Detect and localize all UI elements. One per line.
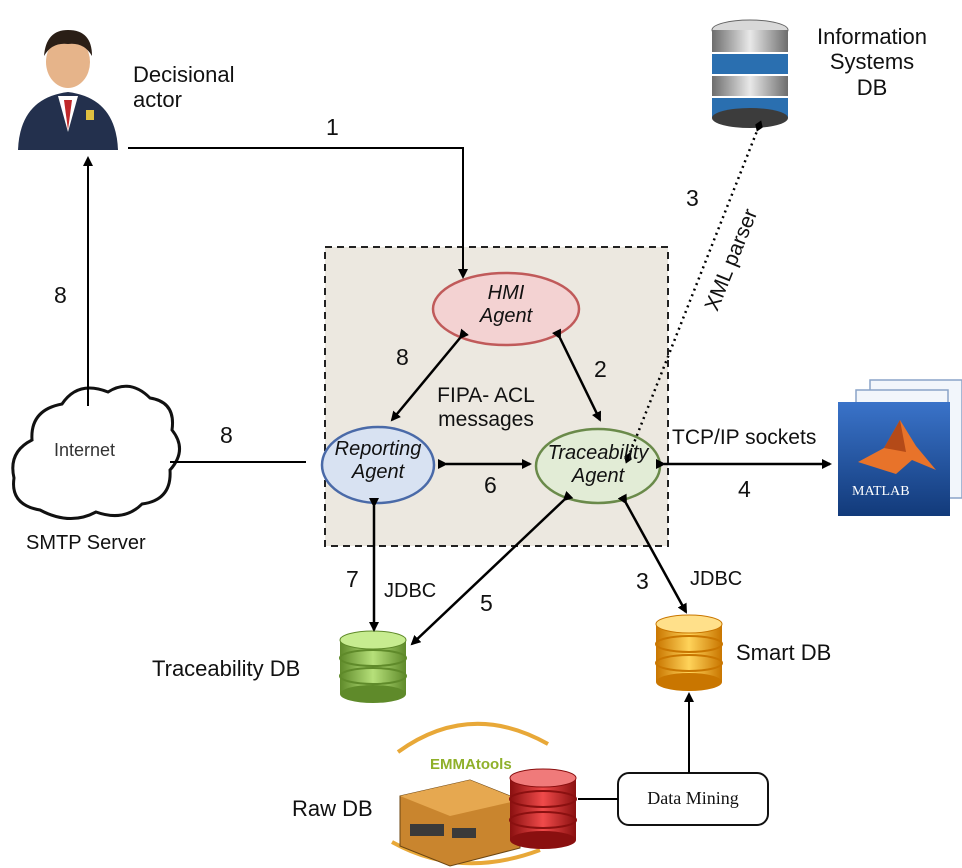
traceability-agent-label: Traceability Agent: [547, 442, 649, 487]
decisional-actor-label: Decisional actor: [133, 62, 235, 113]
emma-ring: [396, 721, 549, 754]
hmi-agent-label: HMI Agent: [479, 282, 533, 327]
edge-label-8-actor: 8: [54, 282, 67, 308]
edge-label-3-xml: 3: [686, 185, 699, 211]
edge-label-1: 1: [326, 114, 339, 140]
database-icon: [509, 768, 577, 849]
edge-label-3-smartdb: 3: [636, 568, 649, 594]
hmi-agent-node: [431, 271, 581, 347]
emma-tools-label: EMMAtools: [430, 756, 512, 773]
database-icon: [655, 614, 723, 691]
edge-label-5: 5: [480, 590, 493, 616]
internet-label: Internet: [54, 440, 116, 460]
edge-label-2: 2: [594, 356, 607, 382]
server-stack-icon: [711, 19, 789, 128]
jdbc-right-label: JDBC: [690, 568, 743, 590]
edge-hmi-reporting: [390, 328, 469, 422]
fipa-acl-label: FIPA- ACL messages: [437, 384, 535, 432]
cloud-icon: [11, 384, 181, 520]
tcp-ip-label: TCP/IP sockets: [672, 426, 817, 449]
edge-label-8-hmi: 8: [396, 344, 409, 370]
data-mining-label: Data Mining: [647, 788, 739, 808]
smtp-server-label: SMTP Server: [26, 532, 146, 554]
edge-label-4: 4: [738, 476, 751, 502]
person-icon: [18, 30, 118, 150]
reporting-agent-label: Reporting Agent: [334, 438, 422, 483]
smart-db-label: Smart DB: [736, 640, 832, 665]
information-systems-db-label: Information Systems DB: [816, 24, 928, 100]
edge-traceability-smartdb: [617, 493, 688, 614]
matlab-icon: [838, 379, 962, 516]
hardware-box-icon: [399, 779, 521, 867]
edge-actor-hmi: [128, 147, 468, 279]
edge-label-6: 6: [484, 472, 497, 498]
traceability-db-label: Traceability DB: [152, 656, 301, 681]
matlab-label: MATLAB: [852, 484, 910, 499]
edge-traceability-tdb: [410, 490, 574, 646]
database-icon: [339, 630, 407, 703]
jdbc-left-label: JDBC: [384, 580, 437, 602]
edge-hmi-traceability: [551, 328, 602, 422]
raw-db-label: Raw DB: [292, 796, 373, 821]
edge-label-8-internet: 8: [220, 422, 233, 448]
edge-label-7: 7: [346, 566, 359, 592]
